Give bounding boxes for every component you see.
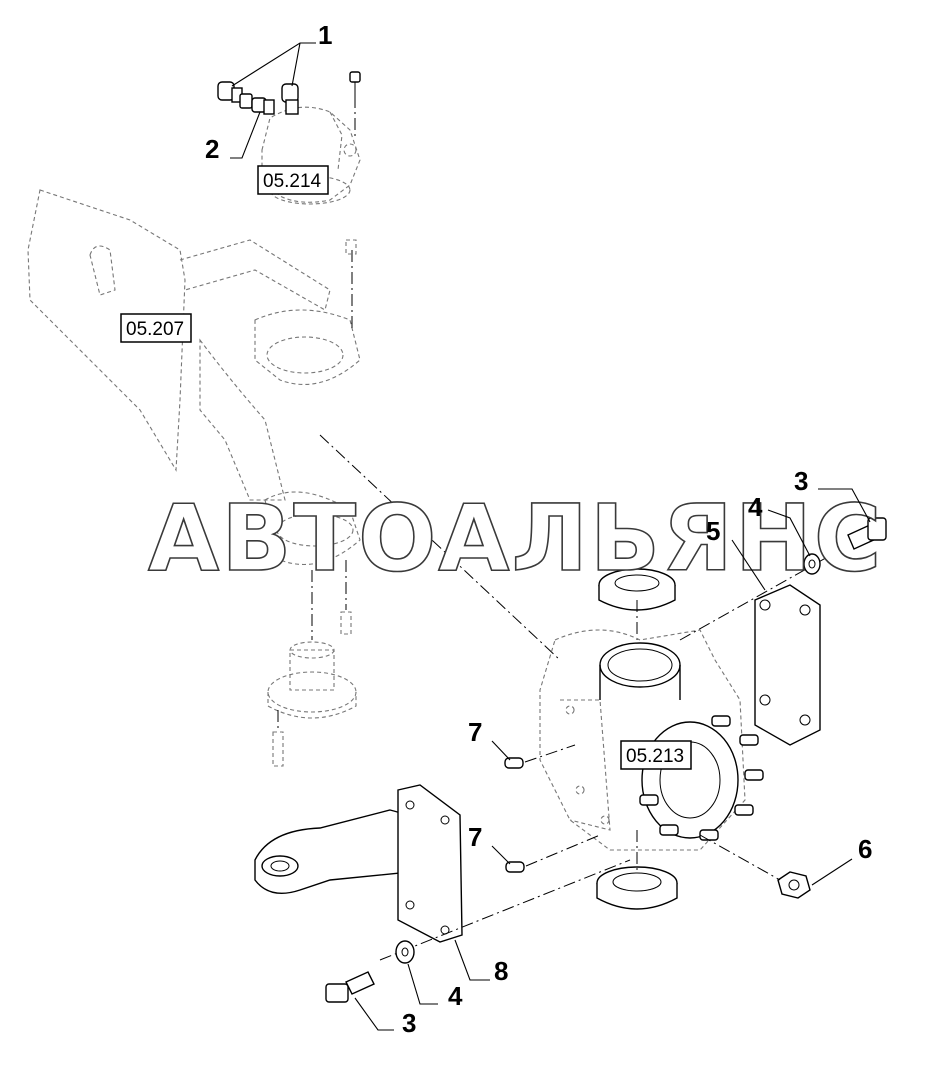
cover-plate-right — [754, 584, 821, 746]
callout-2: 2 — [205, 134, 219, 164]
dowel-pin-lower — [505, 861, 525, 873]
bolt-upper — [847, 517, 887, 550]
axis-nut — [699, 834, 781, 881]
callout-4-upper: 4 — [748, 492, 763, 522]
axis-dowel-upper — [524, 744, 576, 763]
callout-5: 5 — [706, 516, 720, 546]
axis-right-plate — [679, 549, 841, 641]
callout-7-lower: 7 — [468, 822, 482, 852]
steering-arm — [254, 784, 463, 943]
stud-ring — [639, 715, 764, 841]
housing-main — [539, 629, 764, 851]
ref-label-05-207: 05.207 — [126, 319, 184, 340]
ref-box-05-207: 05.207 — [120, 313, 192, 343]
callout-4-lower: 4 — [448, 981, 463, 1011]
bolt-lower — [325, 971, 375, 1003]
fitting-part-1a — [217, 81, 253, 109]
bolt-below-bushing — [272, 710, 284, 767]
dowel-pin-upper — [504, 757, 524, 769]
axis-arm-plate — [379, 859, 631, 961]
axis-diagonal — [319, 434, 561, 661]
ref-label-05-214: 05.214 — [263, 171, 322, 192]
callout-6: 6 — [858, 834, 872, 864]
leader-lines — [230, 42, 871, 1031]
callout-3-upper: 3 — [794, 466, 808, 496]
bushing-flange — [267, 641, 357, 719]
upper-ring — [598, 568, 676, 611]
washer-upper — [803, 553, 821, 575]
ref-label-05-213: 05.213 — [626, 746, 684, 767]
fitting-part-1b — [281, 83, 299, 115]
watermark-text: АВТОАЛЬЯНС — [148, 485, 883, 592]
axis-dowel-lower — [525, 834, 601, 867]
callout-1: 1 — [318, 20, 332, 50]
bolt-under-frame — [340, 560, 352, 635]
flange-nut — [777, 871, 811, 899]
ref-box-05-213: 05.213 — [620, 740, 692, 770]
fitting-part-2 — [251, 97, 275, 115]
callout-7-upper: 7 — [468, 717, 482, 747]
ref-box-05-214: 05.214 — [257, 165, 329, 195]
washer-lower — [395, 940, 415, 964]
frame-ghost — [27, 189, 361, 566]
callout-8: 8 — [494, 956, 508, 986]
callout-3-lower: 3 — [402, 1008, 416, 1038]
small-screw-top — [349, 71, 361, 140]
lower-ring — [596, 866, 678, 910]
